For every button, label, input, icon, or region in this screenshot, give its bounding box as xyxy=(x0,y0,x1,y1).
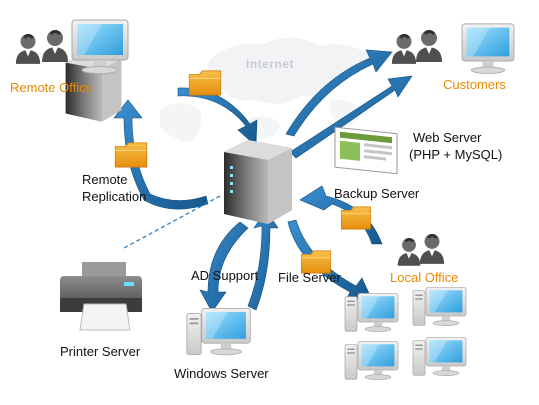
remote-office-label: Remote Office xyxy=(10,80,93,95)
printer-server-label: Printer Server xyxy=(60,344,141,359)
web-page-icon xyxy=(334,126,398,175)
remote-replication-label-line1: Remote xyxy=(82,172,128,187)
customers-label: Customers xyxy=(443,77,506,92)
windows-server-label: Windows Server xyxy=(174,366,269,381)
local-office-label: Local Office xyxy=(390,270,459,285)
windows-server-icon xyxy=(186,308,251,356)
local-office-people-icon xyxy=(396,232,446,266)
remote-replication-label-line2: Replication xyxy=(82,189,147,204)
internet-label: Internet xyxy=(246,57,295,71)
web-server-sublabel: (PHP + MySQL) xyxy=(409,147,503,162)
web-server-label: Web Server xyxy=(413,130,482,145)
customers-people-icon xyxy=(390,23,515,74)
file-server-label: File Server xyxy=(278,270,341,285)
ad-support-label: AD Support xyxy=(191,268,259,283)
printer-icon xyxy=(60,262,142,331)
nas-server-icon xyxy=(224,140,292,224)
backup-server-label: Backup Server xyxy=(334,186,420,201)
arrow-icon xyxy=(113,49,413,313)
